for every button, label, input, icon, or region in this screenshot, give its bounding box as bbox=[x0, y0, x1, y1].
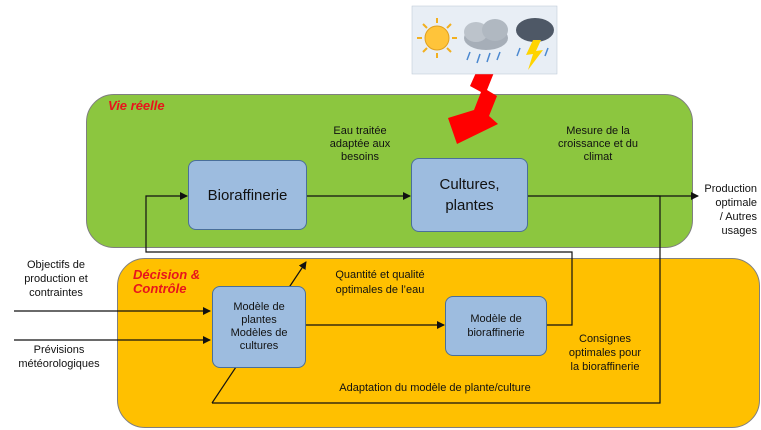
arrow-setpoints-to-biorefinery bbox=[145, 192, 573, 326]
crops-box-label: Cultures, plantes bbox=[439, 176, 500, 214]
weather-storm-icon bbox=[516, 18, 554, 70]
weather-icons bbox=[411, 5, 558, 75]
plant-model-box-label: Modèle de plantes Modèles de cultures bbox=[230, 301, 288, 352]
decision-control-title: Décision & Contrôle bbox=[133, 267, 201, 296]
growth-measure-label: Mesure de la croissance et du climat bbox=[557, 125, 639, 163]
weather-sun-icon bbox=[417, 18, 457, 58]
treated-water-label: Eau traitée adaptée aux besoins bbox=[329, 125, 391, 163]
biorefinery-box: Bioraffinerie bbox=[188, 160, 307, 230]
adaptation-label: Adaptation du modèle de plante/culture bbox=[339, 382, 531, 394]
real-life-title: Vie réelle bbox=[108, 98, 165, 113]
crops-box: Cultures, plantes bbox=[411, 158, 528, 232]
lightning-bolt-icon bbox=[448, 66, 498, 144]
weather-rain-cloud-icon bbox=[464, 19, 508, 64]
biorefinery-box-label: Bioraffinerie bbox=[207, 186, 288, 204]
forecasts-label: Prévisions météorologiques bbox=[18, 344, 100, 370]
objectives-label: Objectifs de production et contraintes bbox=[24, 259, 88, 299]
plant-model-box: Modèle de plantes Modèles de cultures bbox=[212, 286, 306, 368]
biorefinery-model-box-label: Modèle de bioraffinerie bbox=[467, 313, 525, 339]
production-label: Production optimale / Autres usages bbox=[704, 183, 757, 237]
real-life-zone bbox=[86, 94, 693, 248]
arrow-feedback-loop bbox=[212, 195, 661, 404]
setpoints-label: Consignes optimales pour la bioraffineri… bbox=[568, 333, 642, 373]
water-quantity-label: Quantité et qualité optimales de l’eau bbox=[335, 269, 425, 296]
biorefinery-model-box: Modèle de bioraffinerie bbox=[445, 296, 547, 356]
